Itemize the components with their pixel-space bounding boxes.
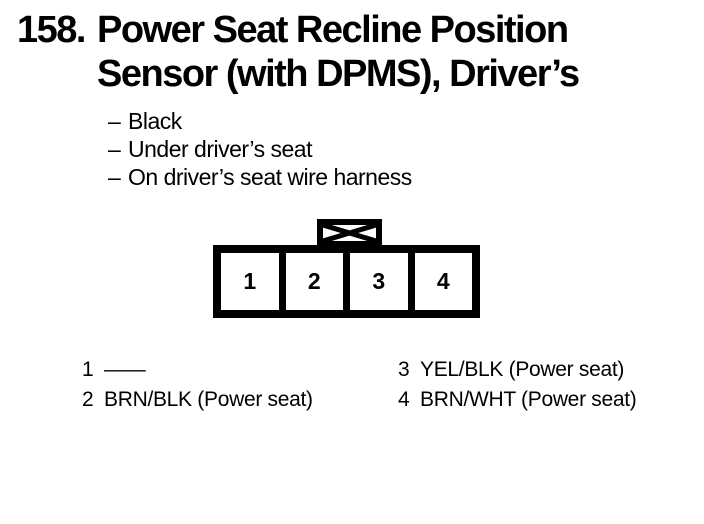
item-number: 158. [17,9,86,51]
page-title: Power Seat Recline Position Sensor (with… [97,8,580,96]
legend-pin-number: 1 [82,358,94,381]
legend-wire-color: YEL/BLK (Power seat) [420,358,625,381]
detail-text: Under driver’s seat [128,136,312,162]
detail-dash: – [108,164,121,190]
detail-dash: – [108,136,121,162]
legend-pin-number: 4 [398,388,410,411]
legend-row-pin-1: 1 —— [82,355,313,385]
detail-text: On driver’s seat wire harness [128,164,412,190]
legend-row-pin-4: 4 BRN/WHT (Power seat) [398,385,637,415]
legend-row-pin-2: 2 BRN/BLK (Power seat) [82,385,313,415]
connector-cavity-1: 1 [221,253,279,310]
connector-lock-tab [317,219,382,247]
connector-cavity-3: 3 [350,253,408,310]
lock-tab-x-icon [323,225,376,241]
legend-pin-number: 2 [82,388,94,411]
legend-wire-color: —— [104,358,146,381]
connector-cavity-4: 4 [414,253,472,310]
detail-dash: – [108,108,121,134]
pin-legend-right-column: 3 YEL/BLK (Power seat) 4 BRN/WHT (Power … [398,355,637,415]
detail-item-color: – Black [108,107,412,135]
legend-pin-number: 3 [398,358,410,381]
connector-cavity-2: 2 [285,253,343,310]
pin-legend-left-column: 1 —— 2 BRN/BLK (Power seat) [82,355,313,415]
page-title-line2: Sensor (with DPMS), Driver’s [97,53,580,95]
legend-row-pin-3: 3 YEL/BLK (Power seat) [398,355,636,385]
legend-wire-color: BRN/WHT (Power seat) [420,388,637,411]
legend-wire-color: BRN/BLK (Power seat) [104,388,313,411]
connector-body: 1 2 3 4 [213,245,480,318]
detail-item-harness: – On driver’s seat wire harness [108,163,412,191]
page-title-line1: Power Seat Recline Position [97,9,569,51]
detail-item-location: – Under driver’s seat [108,135,412,163]
title-block: 158. Power Seat Recline Position Sensor … [17,8,580,96]
connector-diagram: 1 2 3 4 [213,219,480,318]
detail-text: Black [128,108,182,134]
detail-list: – Black – Under driver’s seat – On drive… [108,107,412,191]
